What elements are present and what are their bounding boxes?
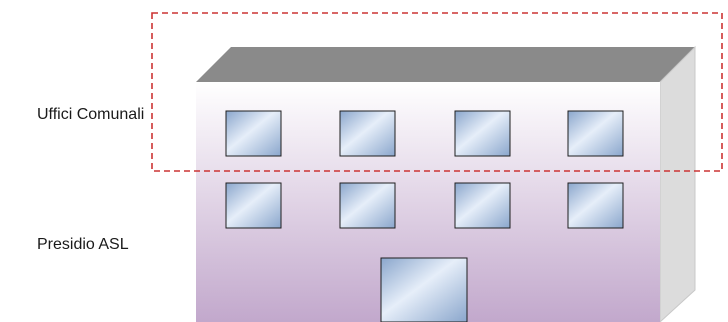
lower-floor-label: Presidio ASL [37,236,129,253]
upper-floor-label: Uffici Comunali [37,106,145,123]
window [339,110,396,157]
building-door [380,257,468,322]
building-side-wall [659,45,696,322]
upper-floor-windows [225,110,624,157]
lower-floor-windows [225,182,624,229]
window [454,182,511,229]
window [567,182,624,229]
window [339,182,396,229]
window [454,110,511,157]
window [225,182,282,229]
upper-floor-highlight-outline [151,12,723,172]
window [567,110,624,157]
window [225,110,282,157]
building-roof [196,47,695,82]
